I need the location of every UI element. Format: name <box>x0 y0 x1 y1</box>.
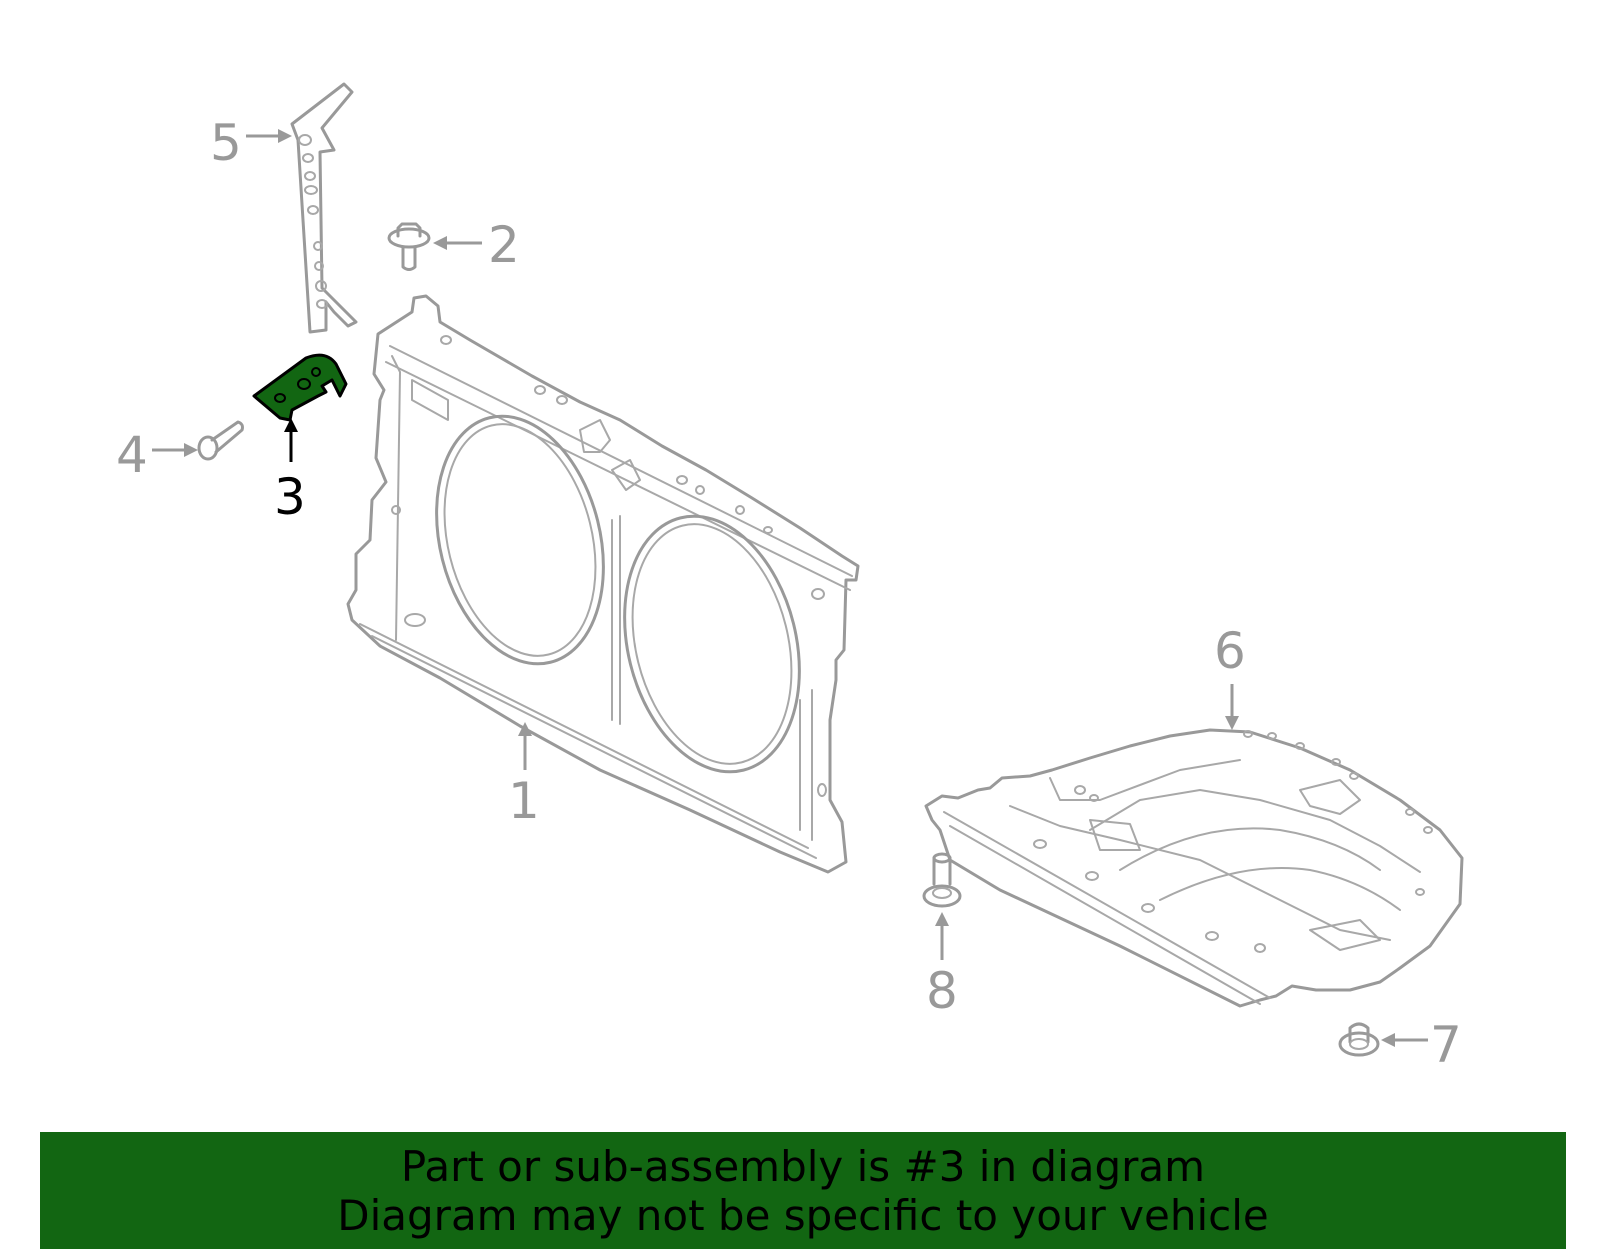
callout-8: 8 <box>926 962 958 1020</box>
part-8-bolt[interactable] <box>922 852 962 908</box>
callout-6: 6 <box>1214 622 1246 680</box>
part-7-clip[interactable] <box>1338 1022 1380 1057</box>
callout-7-arrow <box>1381 1033 1428 1047</box>
callout-6-arrow <box>1225 684 1239 730</box>
part-6-under-cover[interactable] <box>924 728 1464 1008</box>
callout-2: 2 <box>488 216 520 274</box>
banner-line-2: Diagram may not be specific to your vehi… <box>337 1190 1269 1240</box>
callout-3-arrow <box>284 418 298 462</box>
callout-8-arrow <box>935 912 949 960</box>
callout-5: 5 <box>210 114 242 172</box>
callout-3: 3 <box>274 468 306 526</box>
part-1-radiator-support[interactable] <box>346 294 860 874</box>
callout-4: 4 <box>116 426 148 484</box>
part-3-bracket-highlighted[interactable] <box>252 353 348 422</box>
part-4-clip[interactable] <box>197 420 244 461</box>
part-2-bolt[interactable] <box>387 222 431 271</box>
callout-7: 7 <box>1430 1016 1462 1074</box>
part-5-bracket[interactable] <box>290 82 358 334</box>
callout-2-arrow <box>433 236 482 250</box>
callout-4-arrow <box>152 443 198 457</box>
callout-5-arrow <box>246 129 292 143</box>
info-banner: Part or sub-assembly is #3 in diagram Di… <box>40 1132 1566 1249</box>
callout-1: 1 <box>508 772 540 830</box>
callout-1-arrow <box>518 722 532 770</box>
banner-line-1: Part or sub-assembly is #3 in diagram <box>400 1141 1206 1191</box>
